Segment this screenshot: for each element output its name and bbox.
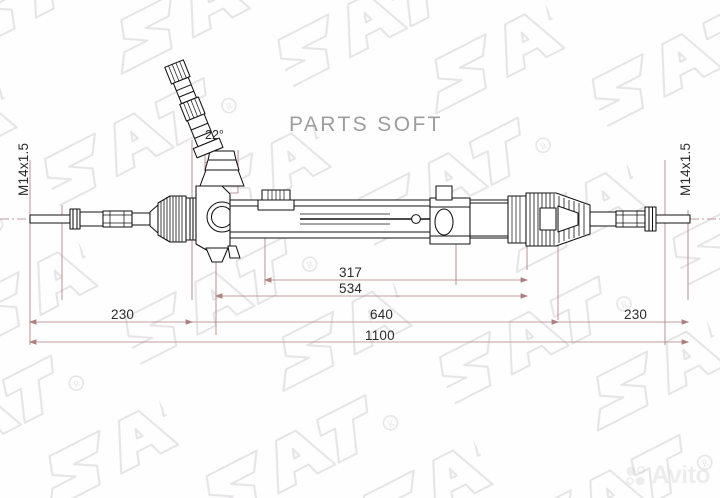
dimension-lines <box>0 140 720 345</box>
dimension-534-label: 534 <box>339 281 363 296</box>
avito-watermark: Avito <box>625 461 711 490</box>
rack-assembly-geometry <box>29 59 691 263</box>
dimension-230-left-label: 230 <box>111 307 135 322</box>
dimension-640-label: 640 <box>370 307 394 322</box>
avito-logo-icon <box>626 465 646 485</box>
dimension-317-label: 317 <box>339 265 363 280</box>
avito-watermark-text: Avito <box>651 461 710 489</box>
parts-soft-watermark-text: PARTS SOFT <box>289 113 443 136</box>
dimension-230-right-label: 230 <box>624 307 648 322</box>
dimension-1100-label: 1100 <box>365 328 395 343</box>
input-shaft-angle-label: 22° <box>205 128 224 142</box>
